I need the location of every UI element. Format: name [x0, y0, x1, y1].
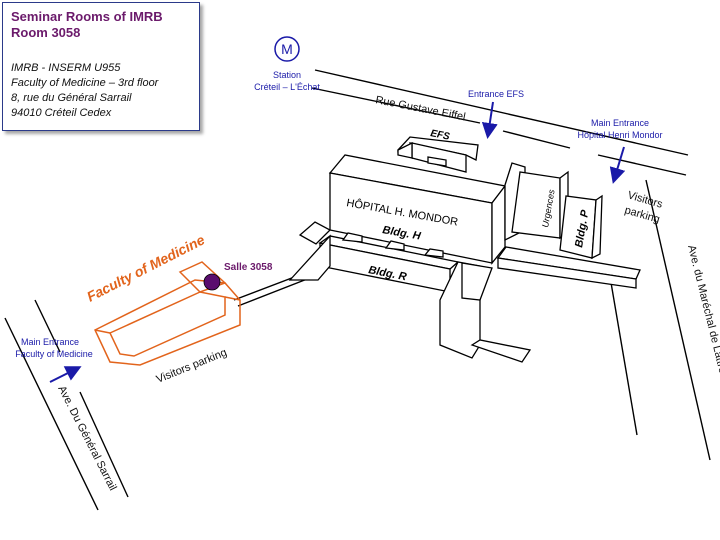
- street-ave-general-sarrail: Ave. Du Général Sarrail: [55, 384, 118, 493]
- entrance-faculty-line2: Faculty of Medicine: [15, 349, 93, 359]
- street-lines: [4, 69, 711, 511]
- metro-station-label: Station: [273, 70, 301, 80]
- entrance-hopital-line1: Main Entrance: [591, 118, 649, 128]
- building-urgences: [511, 170, 569, 240]
- entrance-efs-arrow: [481, 101, 498, 139]
- address-line: Faculty of Medicine – 3rd floor: [11, 77, 159, 89]
- info-box: Seminar Rooms of IMRB Room 3058 IMRB - I…: [2, 2, 200, 131]
- address-line: 8, rue du Général Sarrail: [11, 92, 132, 104]
- building-p: [496, 194, 641, 289]
- metro-icon: [274, 36, 300, 62]
- address-line: IMRB - INSERM U955: [11, 62, 121, 74]
- info-title-line1: Seminar Rooms of IMRB: [11, 9, 163, 24]
- street-ave-lattre: Ave. du Maréchal de Lattre de Tassigny: [685, 244, 720, 434]
- metro-symbol: M: [281, 41, 293, 57]
- visitors-parking-left: Visitors parking: [155, 347, 229, 386]
- entrance-hopital-arrow: [609, 146, 626, 184]
- street-rue-gustave-eiffel: Rue Gustave Eiffel: [374, 94, 466, 123]
- salle-label: Salle 3058: [224, 262, 273, 273]
- address-line: 94010 Créteil Cedex: [11, 107, 112, 119]
- entrance-efs-label: Entrance EFS: [468, 89, 524, 99]
- info-title-line2: Room 3058: [11, 25, 81, 40]
- entrance-arrows: [49, 101, 626, 383]
- entrance-faculty-arrow: [49, 366, 82, 383]
- metro-station-name: Créteil – L'Échat: [254, 82, 320, 92]
- building-south-wing: [439, 261, 532, 363]
- building-r: [318, 232, 460, 293]
- entrance-hopital-line2: Hôpital Henri Mondor: [577, 130, 662, 140]
- building-efs-label: EFS: [429, 128, 451, 143]
- building-faculty: [94, 261, 241, 366]
- building-connectors: [288, 221, 332, 281]
- metro-station: M Station Créteil – L'Échat: [254, 36, 320, 92]
- building-efs: [397, 136, 479, 173]
- room-marker: [203, 273, 221, 291]
- entrance-faculty-line1: Main Entrance: [21, 337, 79, 347]
